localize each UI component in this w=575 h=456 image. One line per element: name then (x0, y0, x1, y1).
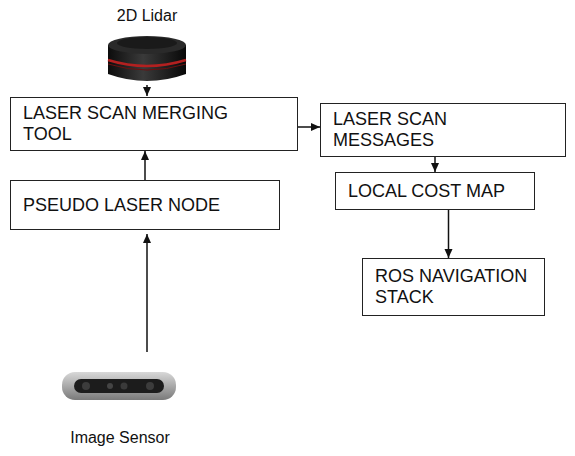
lidar-illustration (108, 36, 186, 81)
part-name: Image Sensor (70, 428, 170, 448)
box-label: LASER SCAN MERGING TOOL (23, 103, 263, 145)
box-label: PSEUDO LASER NODE (23, 195, 220, 216)
flow-arrow (434, 157, 436, 172)
flow-arrow (144, 151, 146, 180)
process-box: LASER SCAN MESSAGES (320, 103, 566, 157)
process-box: ROS NAVIGATION STACK (362, 258, 545, 316)
lidar-arrow (146, 85, 148, 96)
part-name: 2D Lidar (117, 6, 177, 26)
camera-illustration (62, 372, 176, 400)
box-label: ROS NAVIGATION STACK (375, 266, 532, 308)
process-box: LOCAL COST MAP (335, 172, 535, 210)
box-label: LOCAL COST MAP (348, 181, 505, 202)
box-label: LASER SCAN MESSAGES (333, 109, 553, 151)
camera-arrow (146, 234, 148, 352)
process-box: LASER SCAN MERGING TOOL (10, 97, 298, 151)
flow-arrow (298, 126, 320, 128)
process-box: PSEUDO LASER NODE (10, 180, 280, 230)
flow-arrow (448, 210, 450, 258)
